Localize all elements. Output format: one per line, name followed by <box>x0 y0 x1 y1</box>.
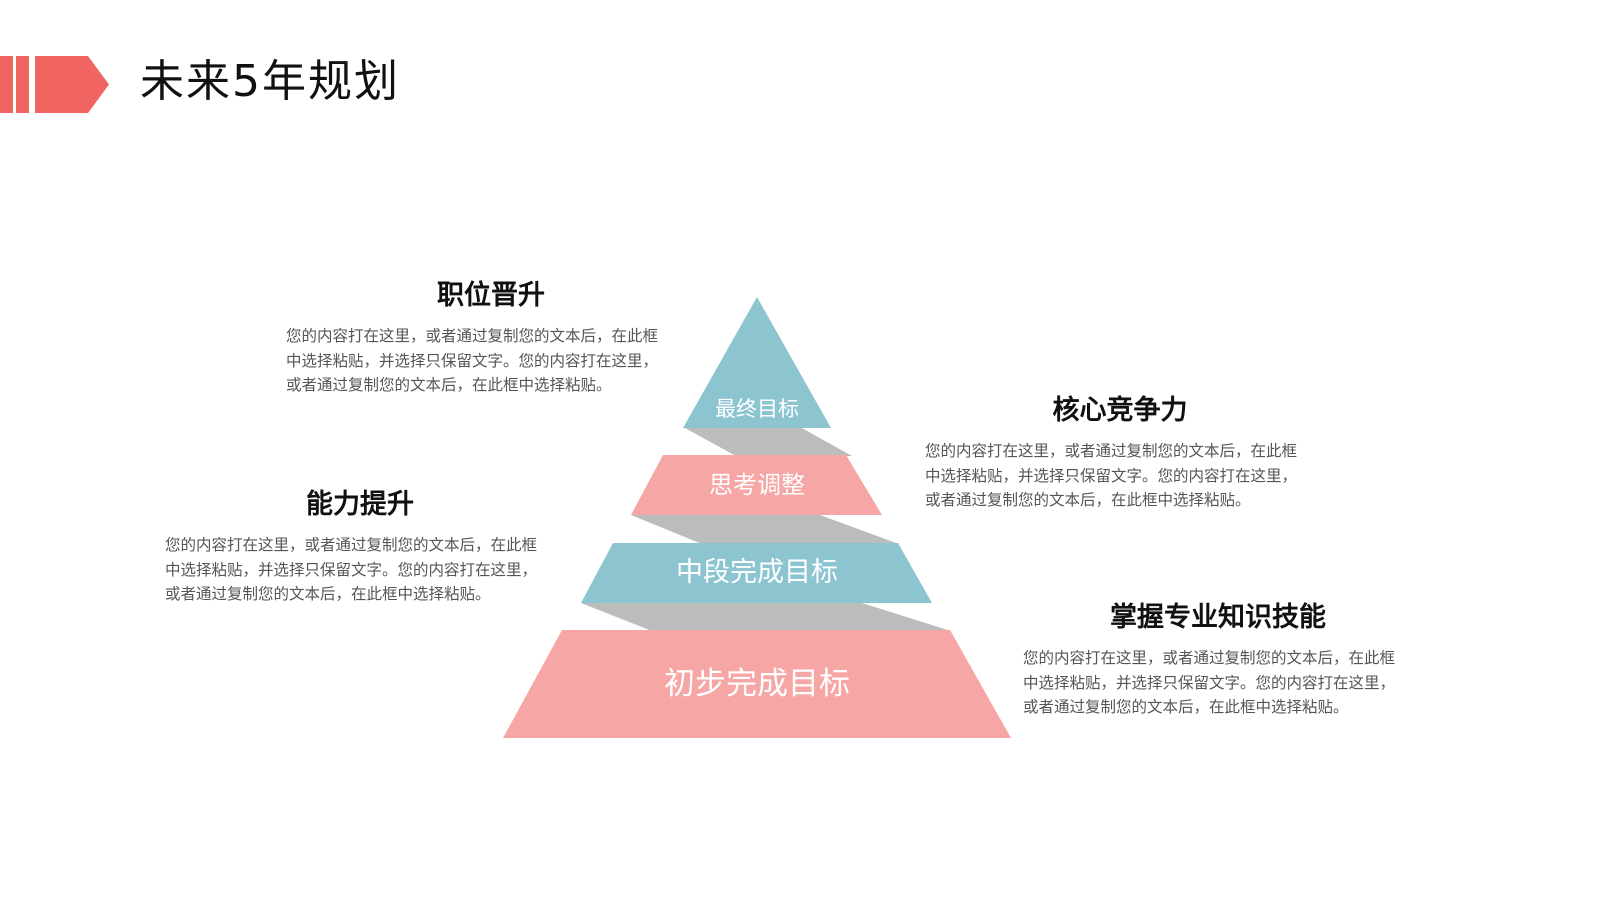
pyramid-level-4-label: 初步完成目标 <box>664 666 850 702</box>
block-professional-skills: 掌握专业知识技能 您的内容打在这里，或者通过复制您的文本后，在此框 中选择粘贴，… <box>1023 600 1413 720</box>
pyramid-connector <box>631 515 899 544</box>
pyramid-level-3 <box>581 543 932 603</box>
pyramid-connector <box>683 427 852 456</box>
block-title: 职位晋升 <box>437 280 545 311</box>
block-title: 核心竞争力 <box>1052 395 1188 426</box>
pyramid-level-2-label: 思考调整 <box>709 471 805 499</box>
block-title: 能力提升 <box>306 489 414 520</box>
pyramid-level-2 <box>631 455 882 515</box>
block-ability-improvement: 能力提升 您的内容打在这里，或者通过复制您的文本后，在此框 中选择粘贴，并选择只… <box>165 487 555 607</box>
page-title: 未来5年规划 <box>140 56 400 107</box>
block-title: 掌握专业知识技能 <box>1110 602 1326 633</box>
block-description: 您的内容打在这里，或者通过复制您的文本后，在此框 中选择粘贴，并选择只保留文字。… <box>165 536 538 603</box>
block-core-competitiveness: 核心竞争力 您的内容打在这里，或者通过复制您的文本后，在此框 中选择粘贴，并选择… <box>925 393 1315 513</box>
pyramid-connector <box>581 603 951 631</box>
pyramid-level-1 <box>683 297 831 428</box>
arrow-bars-icon <box>0 56 109 113</box>
pyramid-level-4 <box>503 630 1011 738</box>
pyramid-level-1-label: 最终目标 <box>715 397 799 421</box>
pyramid-level-3-label: 中段完成目标 <box>676 557 838 588</box>
block-description: 您的内容打在这里，或者通过复制您的文本后，在此框 中选择粘贴，并选择只保留文字。… <box>1023 649 1396 716</box>
block-position-promotion: 职位晋升 您的内容打在这里，或者通过复制您的文本后，在此框 中选择粘贴，并选择只… <box>286 278 676 398</box>
block-description: 您的内容打在这里，或者通过复制您的文本后，在此框 中选择粘贴，并选择只保留文字。… <box>925 442 1298 509</box>
block-description: 您的内容打在这里，或者通过复制您的文本后，在此框 中选择粘贴，并选择只保留文字。… <box>286 327 659 394</box>
